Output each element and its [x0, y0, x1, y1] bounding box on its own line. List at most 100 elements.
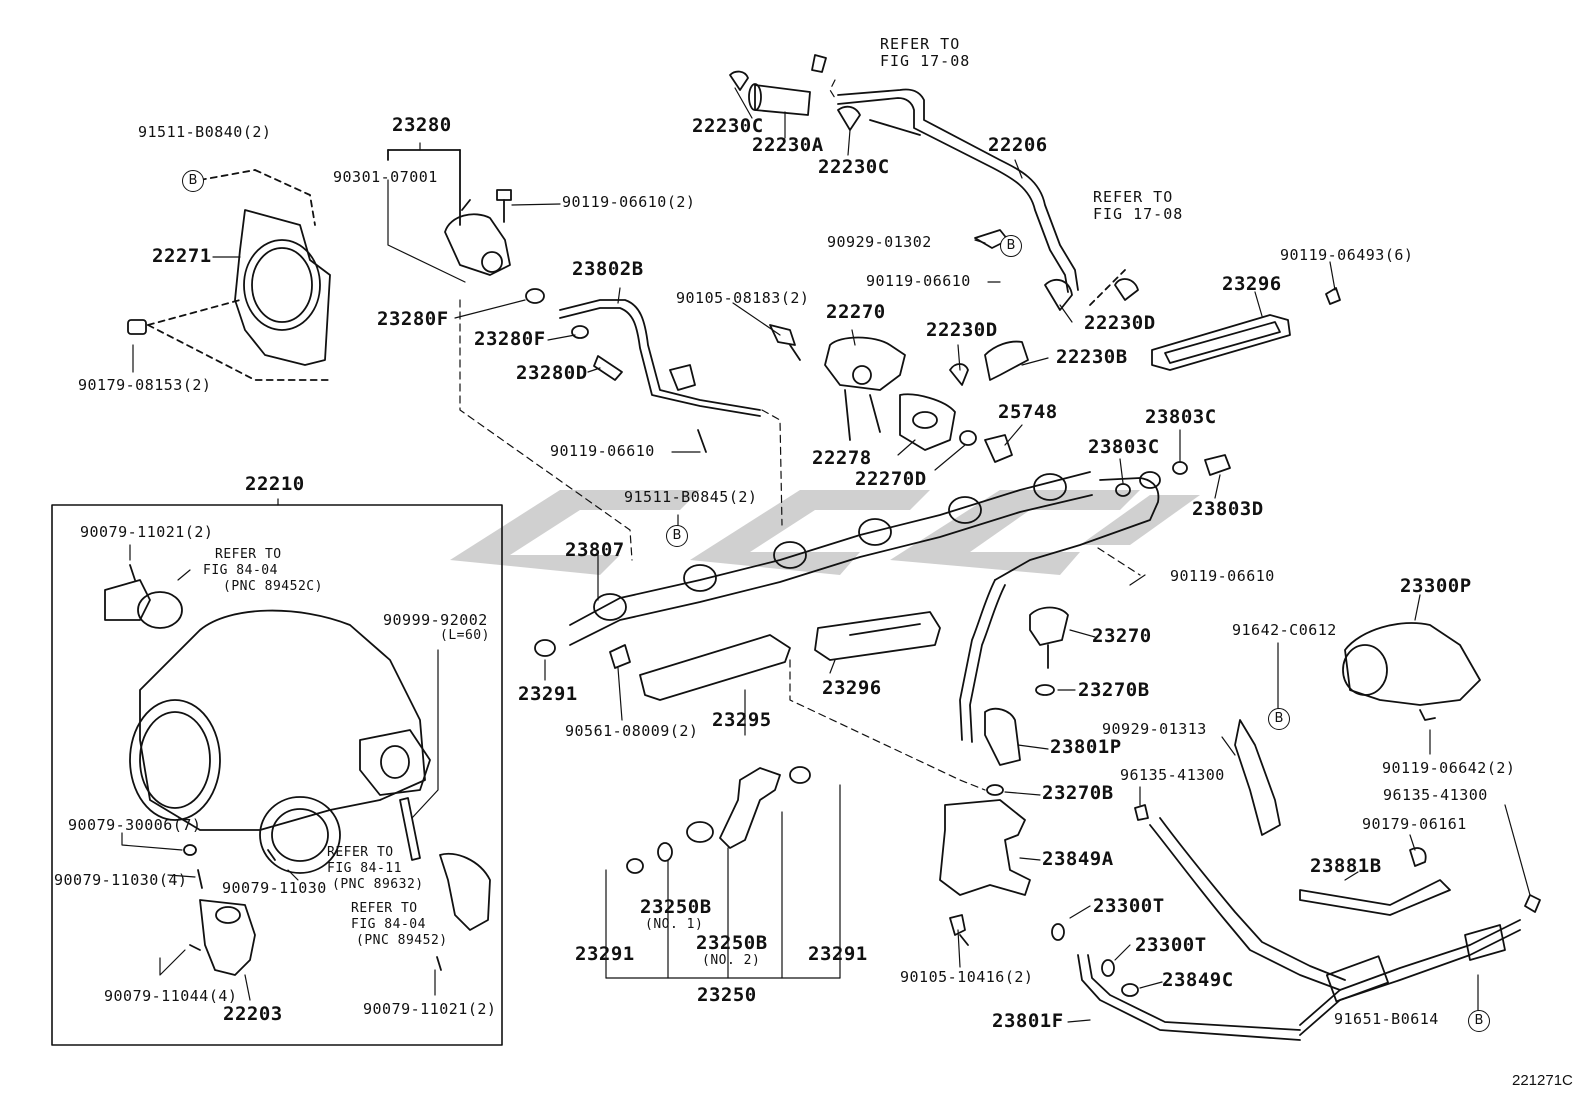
fuel-rail-23807: [534, 454, 1231, 669]
part-label-23803C: 23803C: [1145, 406, 1217, 428]
part-label-23250: 23250: [697, 984, 757, 1006]
part-label-23291: 23291: [518, 683, 578, 705]
part-label-22271: 22271: [152, 245, 212, 267]
part-sub-no1: (NO. 1): [645, 917, 704, 932]
part-label-23295: 23295: [712, 709, 772, 731]
bolt-marker-b: B: [1268, 708, 1290, 730]
part-label-22270D: 22270D: [855, 468, 927, 490]
refer-note: REFER TO: [880, 35, 961, 53]
refer-note: FIG 84-04: [351, 917, 426, 932]
part-label-23801P: 23801P: [1050, 736, 1122, 758]
part-label-91651-B0614: 91651-B0614: [1334, 1010, 1439, 1028]
part-label-90929-01313: 90929-01313: [1102, 720, 1207, 738]
part-label-23300T: 23300T: [1135, 934, 1207, 956]
part-label-22270: 22270: [826, 301, 886, 323]
part-label-96135-41300: 96135-41300: [1383, 786, 1488, 804]
part-sub-no2: (NO. 2): [702, 953, 761, 968]
part-label-90119-06642: 90119-06642(2): [1382, 759, 1516, 777]
part-label-23280: 23280: [392, 114, 452, 136]
part-label-25748: 25748: [998, 401, 1058, 423]
part-label-90105-10416: 90105-10416(2): [900, 968, 1034, 986]
part-label-23280D: 23280D: [516, 362, 588, 384]
part-label-23250B-no1: 23250B: [640, 896, 712, 918]
return-line: [939, 579, 1541, 1041]
refer-note: (PNC 89632): [332, 877, 424, 892]
throttle-group: [51, 504, 503, 1046]
part-label-23280F: 23280F: [474, 328, 546, 350]
part-label-23296: 23296: [1222, 273, 1282, 295]
regulator-23280: [387, 149, 623, 381]
gasket-22271: [127, 169, 331, 381]
part-label-23250B-no2: 23250B: [696, 932, 768, 954]
part-label-90929-01302: 90929-01302: [827, 233, 932, 251]
bolt-marker-b: B: [182, 170, 204, 192]
part-sub-l60: (L=60): [440, 628, 490, 643]
refer-note: (PNC 89452C): [223, 579, 323, 594]
leader-lines: [121, 87, 1531, 1023]
part-label-90301-07001: 90301-07001: [333, 168, 438, 186]
part-label-23849C: 23849C: [1162, 969, 1234, 991]
part-label-90119-06610: 90119-06610: [866, 272, 971, 290]
part-label-23801F: 23801F: [992, 1010, 1064, 1032]
gaskets-lower: [639, 611, 941, 701]
screw-90105-10416: [949, 914, 969, 946]
part-label-23803C: 23803C: [1088, 436, 1160, 458]
refer-note: (PNC 89452): [356, 933, 448, 948]
part-label-22210: 22210: [245, 473, 305, 495]
part-label-90079-11030-4: 90079-11030(4): [54, 871, 188, 889]
part-label-22230D: 22230D: [1084, 312, 1156, 334]
bolt-marker-b: B: [1468, 1010, 1490, 1032]
part-label-91511-B0840: 91511-B0840(2): [138, 123, 272, 141]
part-label-90179-08153: 90179-08153(2): [78, 376, 212, 394]
part-label-23296: 23296: [822, 677, 882, 699]
part-label-23270B: 23270B: [1042, 782, 1114, 804]
dashed-guides: [459, 79, 1141, 791]
part-label-90079-30006: 90079-30006(7): [68, 816, 202, 834]
part-label-22230A: 22230A: [752, 134, 824, 156]
part-label-23300T: 23300T: [1093, 895, 1165, 917]
part-label-90105-08183: 90105-08183(2): [676, 289, 810, 307]
part-label-22206: 22206: [988, 134, 1048, 156]
refer-note: REFER TO: [1093, 188, 1174, 206]
injector-23250: [626, 766, 811, 874]
regulator-23300P: [1234, 622, 1481, 916]
part-label-23807: 23807: [565, 539, 625, 561]
part-label-22278: 22278: [812, 447, 872, 469]
part-label-23803D: 23803D: [1192, 498, 1264, 520]
diagram-code: 221271C: [1512, 1072, 1573, 1089]
refer-note: REFER TO: [215, 547, 282, 562]
refer-note: FIG 84-11: [327, 861, 402, 876]
part-label-22203: 22203: [223, 1003, 283, 1025]
refer-note: REFER TO: [327, 845, 394, 860]
bolt-marker-b: B: [666, 525, 688, 547]
part-label-90119-06610: 90119-06610: [1170, 567, 1275, 585]
watermark-logo: [450, 490, 1200, 575]
part-label-91642-C0612: 91642-C0612: [1232, 621, 1337, 639]
bolt-marker-b: B: [1000, 235, 1022, 257]
part-label-23849A: 23849A: [1042, 848, 1114, 870]
refer-note: FIG 17-08: [880, 52, 971, 70]
part-label-23881B: 23881B: [1310, 855, 1382, 877]
part-label-90119-06493: 90119-06493(6): [1280, 246, 1414, 264]
damper-22270: [769, 229, 1029, 463]
part-label-22230C: 22230C: [818, 156, 890, 178]
refer-note: REFER TO: [351, 901, 418, 916]
part-label-91511-B0845: 91511-B0845(2): [624, 488, 758, 506]
part-label-22230D: 22230D: [926, 319, 998, 341]
part-label-22230C: 22230C: [692, 115, 764, 137]
fuel-tube-23802B: [559, 299, 761, 453]
part-label-90119-06610-2: 90119-06610(2): [562, 193, 696, 211]
refer-note: FIG 84-04: [203, 563, 278, 578]
part-label-23291: 23291: [575, 943, 635, 965]
part-label-90079-11021: 90079-11021(2): [363, 1000, 497, 1018]
part-label-90079-11021: 90079-11021(2): [80, 523, 214, 541]
part-label-22230B: 22230B: [1056, 346, 1128, 368]
part-label-23270: 23270: [1092, 625, 1152, 647]
part-label-96135-41300: 96135-41300: [1120, 766, 1225, 784]
part-label-23300P: 23300P: [1400, 575, 1472, 597]
part-label-90079-11044: 90079-11044(4): [104, 987, 238, 1005]
part-label-90119-06610: 90119-06610: [550, 442, 655, 460]
cover-23296-right: [1151, 287, 1341, 371]
